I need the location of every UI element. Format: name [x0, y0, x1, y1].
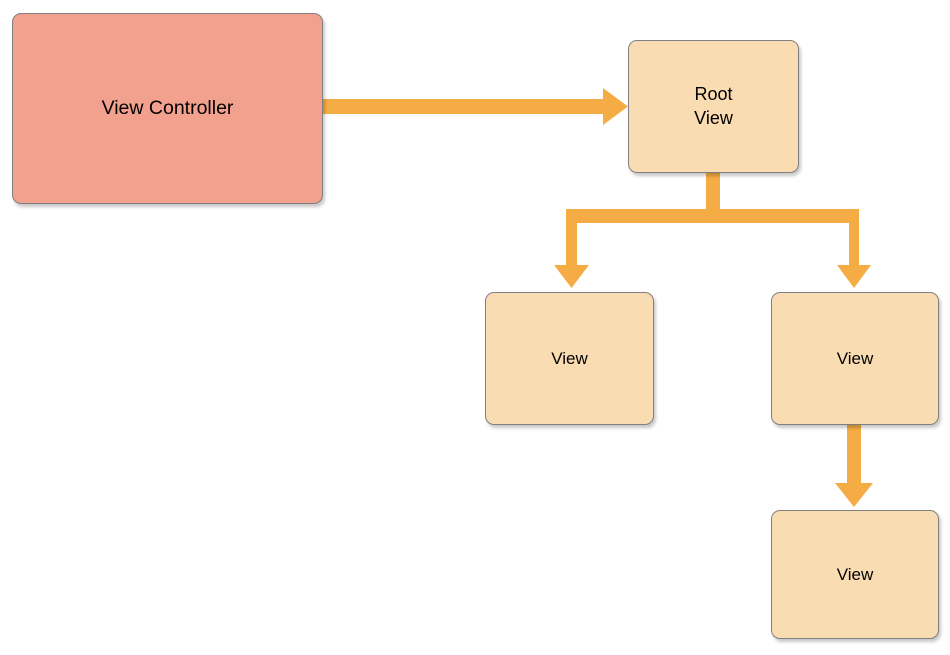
edge-root-to-view-right [554, 173, 871, 288]
node-view-right[interactable]: View [771, 292, 939, 425]
node-view-bottom[interactable]: View [771, 510, 939, 639]
node-view-left-label: View [551, 348, 588, 368]
node-view-controller-label: View Controller [101, 97, 234, 120]
node-view-bottom-label: View [836, 564, 874, 584]
node-view-left[interactable]: View [485, 292, 654, 425]
node-root-view[interactable]: Root View [628, 40, 799, 173]
edge-view-right-to-view-bottom [835, 425, 873, 507]
node-root-view-label: Root View [694, 84, 733, 128]
node-view-right-label: View [836, 348, 874, 368]
edge-controller-to-root [323, 88, 628, 125]
node-view-controller[interactable]: View Controller [12, 13, 323, 204]
